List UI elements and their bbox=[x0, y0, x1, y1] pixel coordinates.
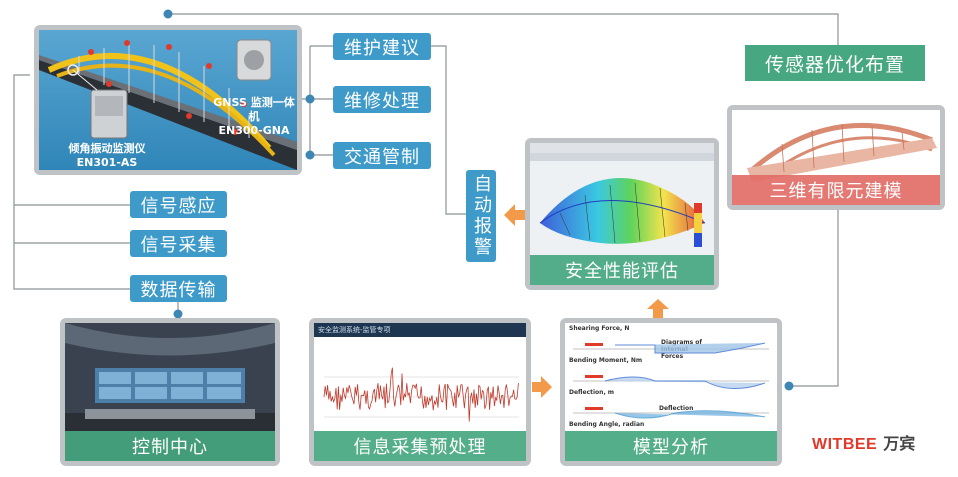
monitoring-system-title: 安全监测系统-监管专项 bbox=[314, 323, 526, 337]
fe-model-caption: 三维有限元建模 bbox=[732, 175, 940, 205]
connector-dot bbox=[784, 381, 794, 391]
connector-dot bbox=[305, 94, 315, 104]
control-center-caption: 控制中心 bbox=[65, 431, 275, 461]
left-bracket-line bbox=[13, 74, 130, 290]
control-center-frame: 控制中心 bbox=[60, 318, 280, 466]
force-diagrams-image bbox=[573, 342, 769, 419]
repair-handling-button[interactable]: 维修处理 bbox=[333, 86, 431, 113]
brand-logo: WITBEE 万宾 bbox=[812, 430, 915, 454]
bridge-photo bbox=[39, 30, 297, 170]
bending-moment-label: Bending Moment, Nm bbox=[569, 357, 643, 364]
model-analysis-frame: Shearing Force, N Bending Moment, Nm Def… bbox=[560, 318, 782, 466]
arrow-right-icon bbox=[532, 376, 552, 398]
brand-cn: 万宾 bbox=[883, 434, 916, 453]
model-analysis-caption: 模型分析 bbox=[565, 431, 777, 461]
tilt-device-name: 倾角振动监测仪 bbox=[68, 142, 146, 155]
gnss-device-model: EN300-GNA bbox=[218, 124, 290, 137]
info-processing-frame: 安全监测系统-监管专项 信息采集预处理 bbox=[309, 318, 531, 466]
sensor-optimization-label[interactable]: 传感器优化布置 bbox=[745, 45, 925, 81]
deflection-label: Deflection bbox=[659, 405, 694, 412]
bridge-photo-frame: GNSS 监测一体机 EN300-GNA 倾角振动监测仪 EN301-AS bbox=[34, 25, 302, 175]
tilt-device-label: 倾角振动监测仪 EN301-AS bbox=[57, 142, 157, 170]
shearing-force-label: Shearing Force, N bbox=[569, 325, 630, 332]
signal-sensing-button[interactable]: 信号感应 bbox=[130, 191, 227, 218]
deflection-axis-label: Deflection, m bbox=[569, 389, 615, 396]
connector-dot bbox=[173, 309, 183, 319]
data-transmission-button[interactable]: 数据传输 bbox=[130, 275, 227, 302]
bending-angle-label: Bending Angle, radian bbox=[569, 421, 645, 428]
brand-en: WITBEE bbox=[812, 436, 878, 453]
arrow-up-icon bbox=[647, 299, 669, 319]
traffic-control-button[interactable]: 交通管制 bbox=[333, 142, 431, 169]
fem-stress-image bbox=[530, 143, 714, 247]
fe-model-frame: 三维有限元建模 bbox=[727, 105, 945, 210]
connector-dot bbox=[305, 150, 315, 160]
auto-alarm-button[interactable]: 自动报警 bbox=[466, 170, 496, 262]
arrow-left-icon bbox=[504, 204, 526, 226]
connector-dot bbox=[163, 9, 173, 19]
tilt-device-model: EN301-AS bbox=[76, 156, 138, 169]
top-loop-line bbox=[168, 13, 839, 46]
fe-model-image bbox=[747, 123, 937, 182]
maintenance-advice-button[interactable]: 维护建议 bbox=[333, 33, 431, 60]
safety-evaluation-frame: 安全性能评估 bbox=[525, 138, 719, 290]
gnss-device-name: GNSS 监测一体机 bbox=[213, 96, 295, 123]
signal-collection-button[interactable]: 信号采集 bbox=[130, 230, 227, 257]
gnss-device-label: GNSS 监测一体机 EN300-GNA bbox=[209, 96, 297, 138]
safety-evaluation-caption: 安全性能评估 bbox=[530, 255, 714, 285]
info-processing-caption: 信息采集预处理 bbox=[314, 431, 526, 461]
